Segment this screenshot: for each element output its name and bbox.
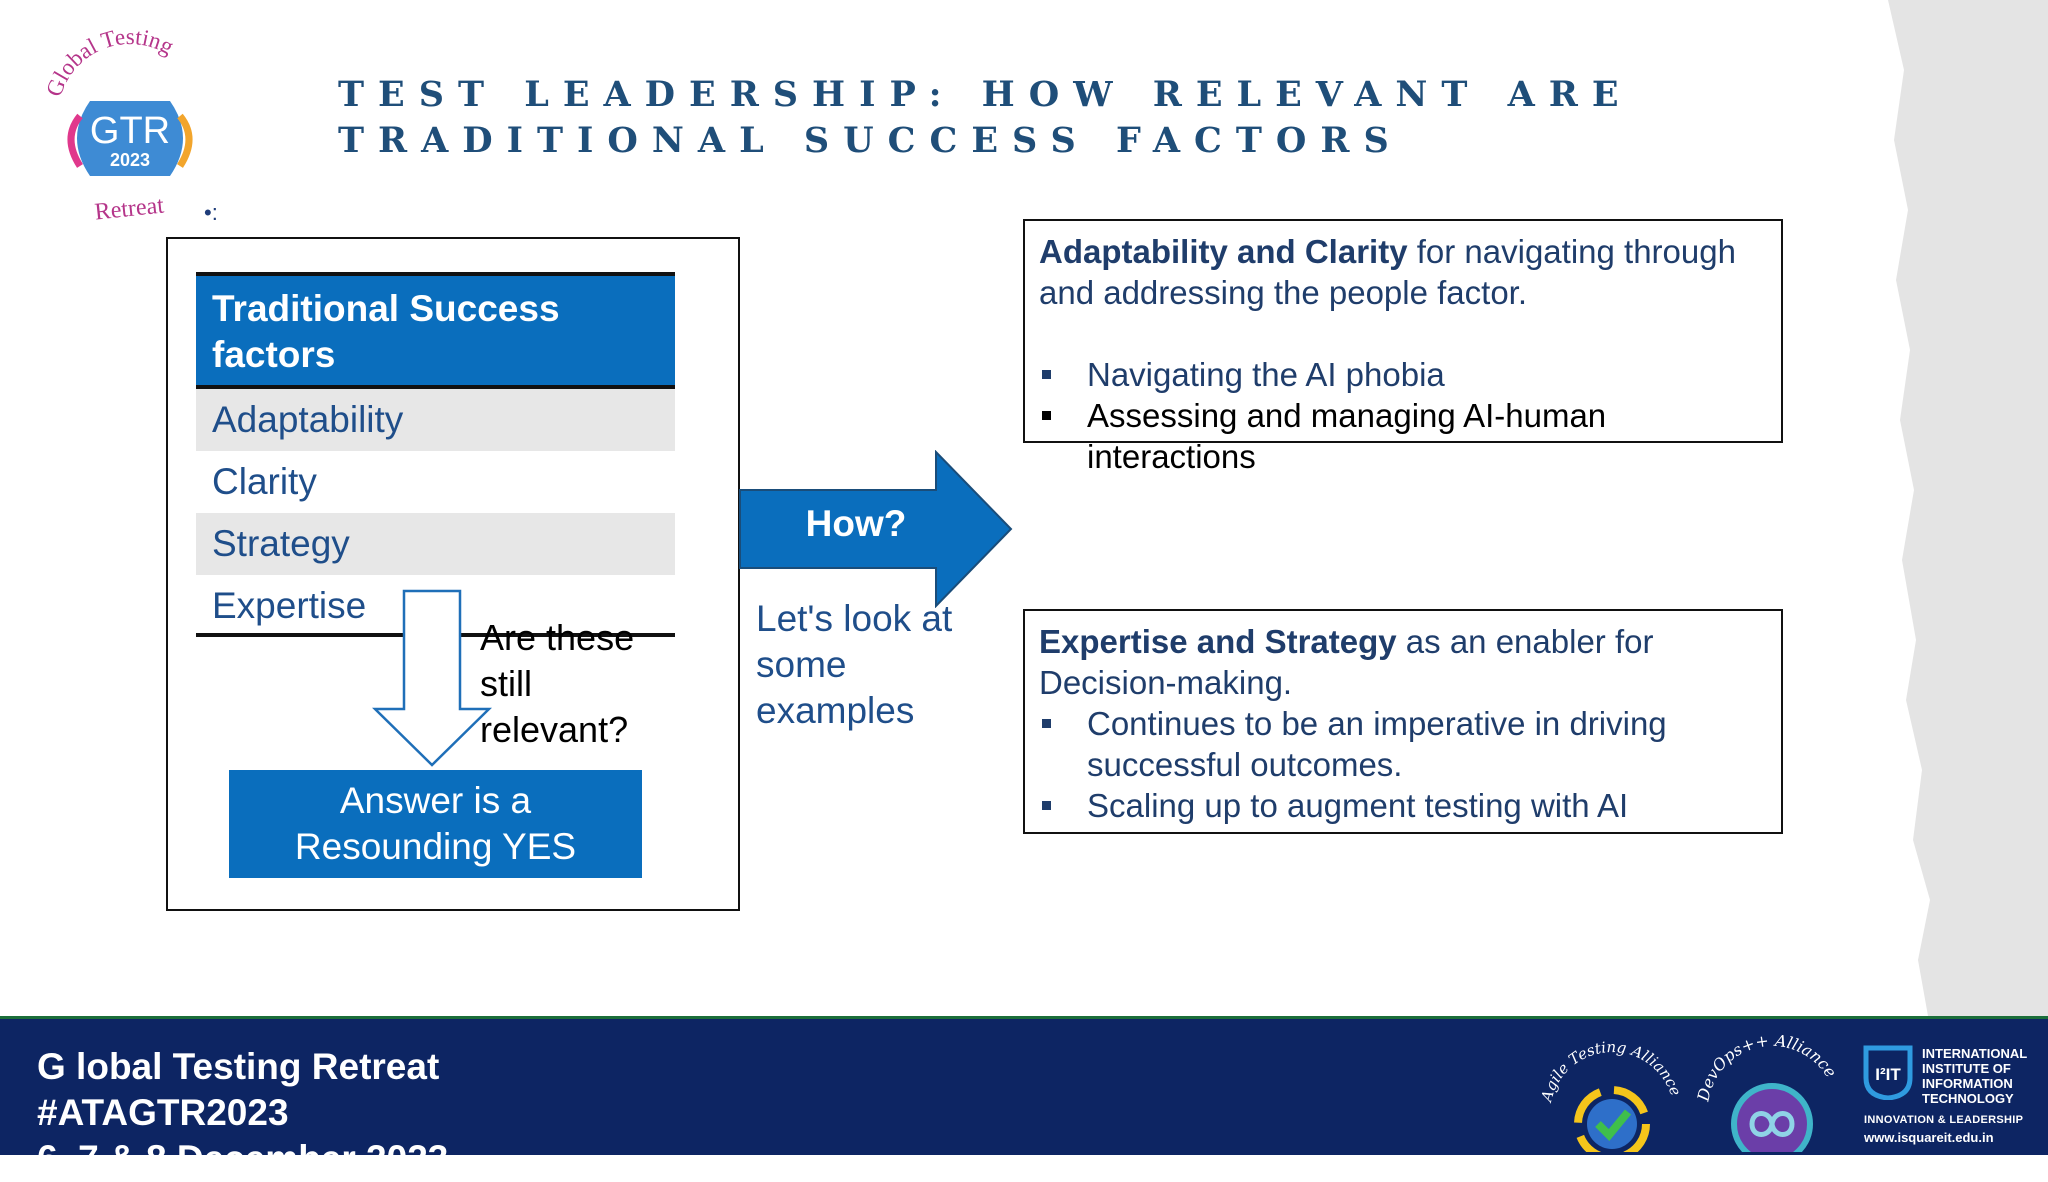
gtr-logo: Global Testing GTR 2023 Retreat bbox=[41, 26, 193, 226]
box2-intro: Expertise and Strategy as an enabler for… bbox=[1039, 621, 1719, 703]
title-line-2: TRADITIONAL SUCCESS FACTORS bbox=[338, 120, 1403, 161]
answer-line-2: Resounding YES bbox=[294, 826, 577, 867]
i2it-line: TECHNOLOGY bbox=[1922, 1091, 2014, 1106]
box2-heading: Expertise and Strategy bbox=[1039, 623, 1397, 660]
footer-text: G lobal Testing Retreat #ATAGTR2023 6, 7… bbox=[37, 1044, 448, 1182]
logo-year: 2023 bbox=[110, 150, 150, 170]
i2it-name: INTERNATIONAL INSTITUTE OF INFORMATION T… bbox=[1922, 1046, 2027, 1106]
logo-bottom-text: Retreat bbox=[93, 192, 165, 225]
i2it-url: www.isquareit.edu.in bbox=[1864, 1130, 1994, 1145]
table-header: Traditional Success factors bbox=[196, 272, 675, 389]
examples-caption: Let's look at some examples bbox=[756, 596, 996, 734]
agile-testing-alliance-logo: Agile Testing Alliance bbox=[1538, 1038, 1685, 1152]
box2-content: Expertise and Strategy as an enabler for… bbox=[1039, 621, 1769, 826]
caption-line-3: examples bbox=[756, 690, 915, 731]
svg-text:Agile Testing Alliance: Agile Testing Alliance bbox=[1538, 1038, 1685, 1105]
relevance-question: Are these still relevant? bbox=[480, 615, 634, 753]
box2-bullets: Continues to be an imperative in driving… bbox=[1039, 703, 1769, 826]
list-item: Continues to be an imperative in driving… bbox=[1039, 703, 1727, 785]
svg-text:I²IT: I²IT bbox=[1875, 1065, 1901, 1084]
title-line-1: TEST LEADERSHIP: HOW RELEVANT ARE bbox=[338, 74, 1633, 115]
slide-title: TEST LEADERSHIP: HOW RELEVANT ARE TRADIT… bbox=[338, 72, 1633, 164]
table-row-strategy: Strategy bbox=[196, 513, 675, 575]
torn-paper-edge bbox=[1888, 0, 2048, 1016]
question-line-3: relevant? bbox=[480, 709, 629, 750]
logo-top-text: Global Testing bbox=[41, 26, 178, 100]
caption-line-2: some bbox=[756, 644, 847, 685]
how-label: How? bbox=[805, 503, 907, 544]
i2it-line: INTERNATIONAL bbox=[1922, 1046, 2028, 1061]
expertise-strategy-box: Expertise and Strategy as an enabler for… bbox=[1023, 609, 1783, 834]
box1-intro: Adaptability and Clarity for navigating … bbox=[1039, 231, 1769, 313]
table-header-line-2: factors bbox=[212, 334, 336, 375]
i2it-badge-icon: I²IT bbox=[1863, 1045, 1913, 1100]
i2it-logo: I²IT INTERNATIONAL INSTITUTE OF INFORMAT… bbox=[1862, 1042, 2042, 1148]
i2it-line: INSTITUTE OF bbox=[1922, 1061, 2011, 1076]
adaptability-clarity-box: Adaptability and Clarity for navigating … bbox=[1023, 219, 1783, 475]
box1-heading: Adaptability and Clarity bbox=[1039, 233, 1408, 270]
success-factors-panel: Traditional Success factors Adaptability… bbox=[166, 237, 740, 911]
footer-line-3: 6, 7 & 8 December 2023 bbox=[37, 1138, 449, 1179]
question-line-1: Are these bbox=[480, 617, 635, 658]
list-item: Navigating the AI phobia bbox=[1039, 354, 1769, 395]
answer-box: Answer is a Resounding YES bbox=[229, 770, 642, 878]
box2-text: as an enabler for Decision-making. bbox=[1039, 623, 1654, 701]
table-header-line-1: Traditional Success bbox=[212, 288, 560, 329]
box1-text: for navigating through and addressing th… bbox=[1039, 233, 1736, 311]
i2it-tagline: INNOVATION & LEADERSHIP bbox=[1864, 1114, 2024, 1126]
down-arrow-icon bbox=[372, 589, 492, 767]
caption-line-1: Let's look at bbox=[756, 598, 953, 639]
footer-bar bbox=[0, 1016, 2048, 1155]
list-item: Scaling up to augment testing with AI bbox=[1039, 785, 1769, 826]
answer-line-1: Answer is a bbox=[339, 780, 532, 821]
box1-content: Adaptability and Clarity for navigating … bbox=[1039, 231, 1769, 477]
i2it-line: INFORMATION bbox=[1922, 1076, 2013, 1091]
question-line-2: still bbox=[480, 663, 532, 704]
footer-line-2: #ATAGTR2023 bbox=[37, 1092, 289, 1133]
table-row-clarity: Clarity bbox=[212, 461, 317, 502]
footer-line-1: G lobal Testing Retreat bbox=[37, 1046, 440, 1087]
success-factors-table: Traditional Success factors Adaptability… bbox=[196, 272, 675, 637]
devops-alliance-logo: DevOps++ Alliance bbox=[1694, 1031, 1840, 1152]
how-arrow-icon bbox=[739, 450, 1013, 608]
table-row-adaptability: Adaptability bbox=[196, 389, 675, 451]
box1-bullets: Navigating the AI phobia Assessing and m… bbox=[1039, 354, 1769, 477]
list-item: Assessing and managing AI-human interact… bbox=[1039, 395, 1647, 477]
logo-center-text: GTR bbox=[90, 110, 170, 152]
bullet-mark: •: bbox=[204, 200, 218, 225]
